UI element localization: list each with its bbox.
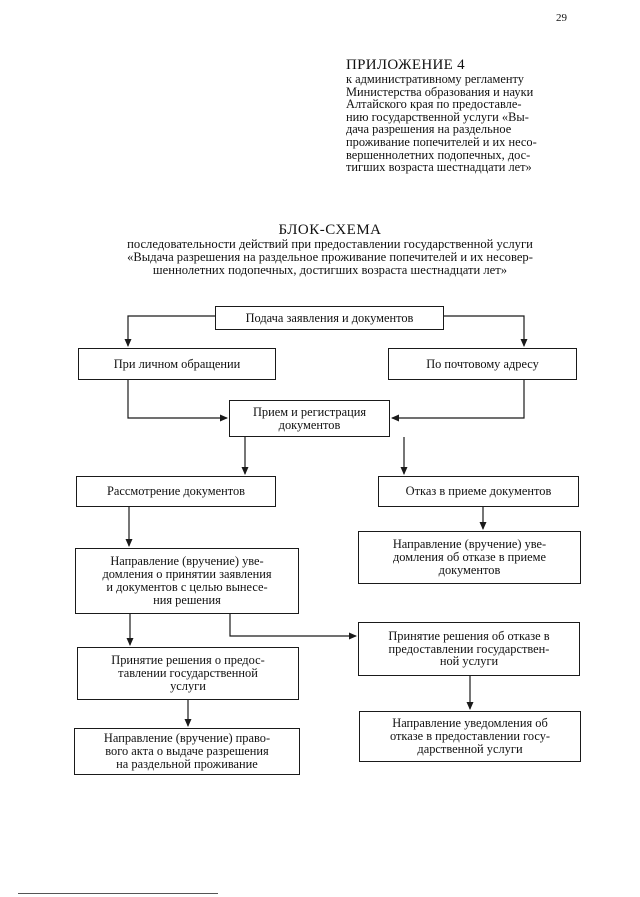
box-decision-refuse-service: Принятие решения об отказе в предоставле… (358, 622, 580, 676)
box-registration: Прием и регистрация документов (229, 400, 390, 437)
flowchart-title: БЛОК-СХЕМА (278, 222, 382, 238)
box-refusal-to-accept: Отказ в приеме документов (378, 476, 579, 507)
box-notify-refusal-accept: Направление (вручение) уве- домления об … (358, 531, 581, 584)
appendix-block: ПРИЛОЖЕНИЕ 4 к административному регламе… (346, 57, 574, 174)
flowchart-heading: БЛОК-СХЕМА последовательности действий п… (60, 222, 600, 276)
connector-submit-to-in-person (124, 315, 215, 347)
box-notify-acceptance: Направление (вручение) уве- домления о п… (75, 548, 299, 614)
box-in-person: При личном обращении (78, 348, 276, 380)
box-submit-application: Подача заявления и документов (215, 306, 444, 330)
appendix-text: к административному регламенту Министерс… (346, 72, 537, 175)
connector-submit-to-by-mail (444, 315, 528, 347)
box-decision-grant-service: Принятие решения о предос- тавлении госу… (77, 647, 299, 700)
footnote-rule (18, 893, 218, 894)
flowchart-subtitle: последовательности действий при предоста… (127, 237, 533, 277)
box-notify-refuse-service: Направление уведомления об отказе в пред… (359, 711, 581, 762)
connector-in-person-to-registration (127, 380, 228, 422)
box-by-mail: По почтовому адресу (388, 348, 577, 380)
connector-notify-accept-to-decision-refuse (229, 614, 357, 640)
connector-by-mail-to-registration (391, 380, 525, 422)
box-issue-legal-act: Направление (вручение) право- вого акта … (74, 728, 300, 775)
page-number: 29 (556, 12, 567, 24)
box-document-review: Рассмотрение документов (76, 476, 276, 507)
appendix-title: ПРИЛОЖЕНИЕ 4 (346, 57, 465, 73)
